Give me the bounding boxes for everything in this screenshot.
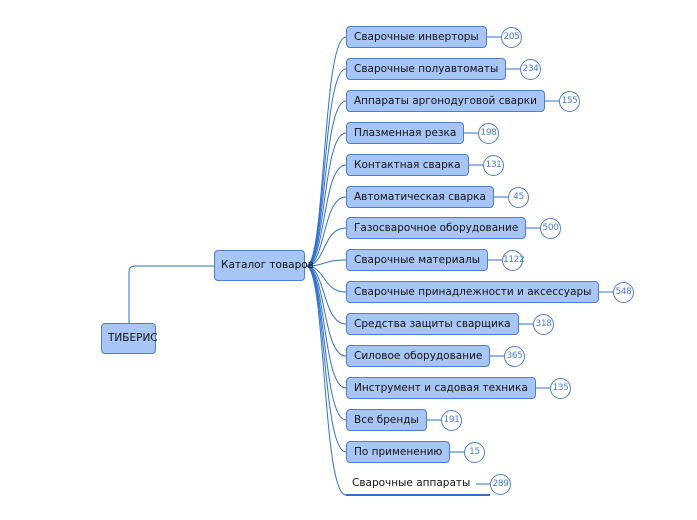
count-badge: 15 xyxy=(464,442,485,463)
category-label: Сварочные аппараты xyxy=(352,477,471,489)
count-badge: 45 xyxy=(508,187,529,208)
category-node[interactable]: Сварочные принадлежности и аксессуары xyxy=(346,281,600,303)
count-badge: 131 xyxy=(483,155,504,176)
category-node[interactable]: Сварочные аппараты xyxy=(346,473,476,495)
count-badge: 365 xyxy=(504,346,525,367)
root-label: ТИБЕРИС xyxy=(108,332,158,344)
catalog-category-link xyxy=(305,265,347,293)
category-node[interactable]: Газосварочное оборудование xyxy=(346,217,527,239)
category-label: Инструмент и садовая техника xyxy=(354,382,528,394)
category-node[interactable]: Сварочные полуавтоматы xyxy=(346,58,507,80)
count-badge: 198 xyxy=(478,123,499,144)
category-node[interactable]: Контактная сварка xyxy=(346,154,469,176)
category-node[interactable]: Плазменная резка xyxy=(346,122,465,144)
category-label: Газосварочное оборудование xyxy=(354,222,519,234)
category-label: Сварочные материалы xyxy=(354,254,481,266)
category-node[interactable]: По применению xyxy=(346,441,451,463)
category-label: Аппараты аргонодуговой сварки xyxy=(354,95,537,107)
category-node[interactable]: Средства защиты сварщика xyxy=(346,313,519,335)
root-node[interactable]: ТИБЕРИС xyxy=(101,323,158,354)
catalog-node[interactable]: Каталог товаров xyxy=(214,250,314,281)
category-label: Все бренды xyxy=(354,414,419,426)
category-node[interactable]: Автоматическая сварка xyxy=(346,186,494,208)
category-label: Сварочные принадлежности и аксессуары xyxy=(354,286,592,298)
catalog-category-link xyxy=(305,100,347,267)
count-badge: 548 xyxy=(613,282,634,303)
category-label: Автоматическая сварка xyxy=(354,191,486,203)
catalog-category-link xyxy=(305,196,347,267)
category-label: Сварочные полуавтоматы xyxy=(354,63,499,75)
count-badge: 135 xyxy=(550,378,571,399)
count-badge: 205 xyxy=(501,27,522,48)
catalog-category-link xyxy=(305,265,347,325)
count-badge: 500 xyxy=(540,218,561,239)
catalog-category-link xyxy=(305,227,347,267)
category-node[interactable]: Сварочные инверторы xyxy=(346,26,487,48)
category-label: Силовое оборудование xyxy=(354,350,483,362)
count-badge: 289 xyxy=(490,474,511,495)
category-node[interactable]: Инструмент и садовая техника xyxy=(346,377,536,399)
catalog-category-link xyxy=(305,265,347,453)
count-badge: 234 xyxy=(520,59,541,80)
catalog-category-link xyxy=(305,132,347,267)
category-label: Сварочные инверторы xyxy=(354,31,479,43)
category-node[interactable]: Аппараты аргонодуговой сварки xyxy=(346,90,545,112)
category-node[interactable]: Силовое оборудование xyxy=(346,345,491,367)
root-catalog-link xyxy=(128,265,214,323)
count-badge: 1122 xyxy=(502,250,525,271)
catalog-category-link xyxy=(305,164,347,267)
catalog-category-link xyxy=(305,36,347,267)
catalog-label: Каталог товаров xyxy=(221,259,314,271)
category-node[interactable]: Сварочные материалы xyxy=(346,249,489,271)
count-badge: 318 xyxy=(533,314,554,335)
catalog-category-link xyxy=(305,265,347,496)
category-node[interactable]: Все бренды xyxy=(346,409,427,431)
catalog-category-link xyxy=(305,259,347,267)
category-label: Плазменная резка xyxy=(354,127,457,139)
category-label: Контактная сварка xyxy=(354,159,461,171)
category-label: Средства защиты сварщика xyxy=(354,318,511,330)
category-label: По применению xyxy=(354,446,443,458)
count-badge: 155 xyxy=(559,91,580,112)
count-badge: 191 xyxy=(441,410,462,431)
catalog-category-link xyxy=(305,265,347,357)
